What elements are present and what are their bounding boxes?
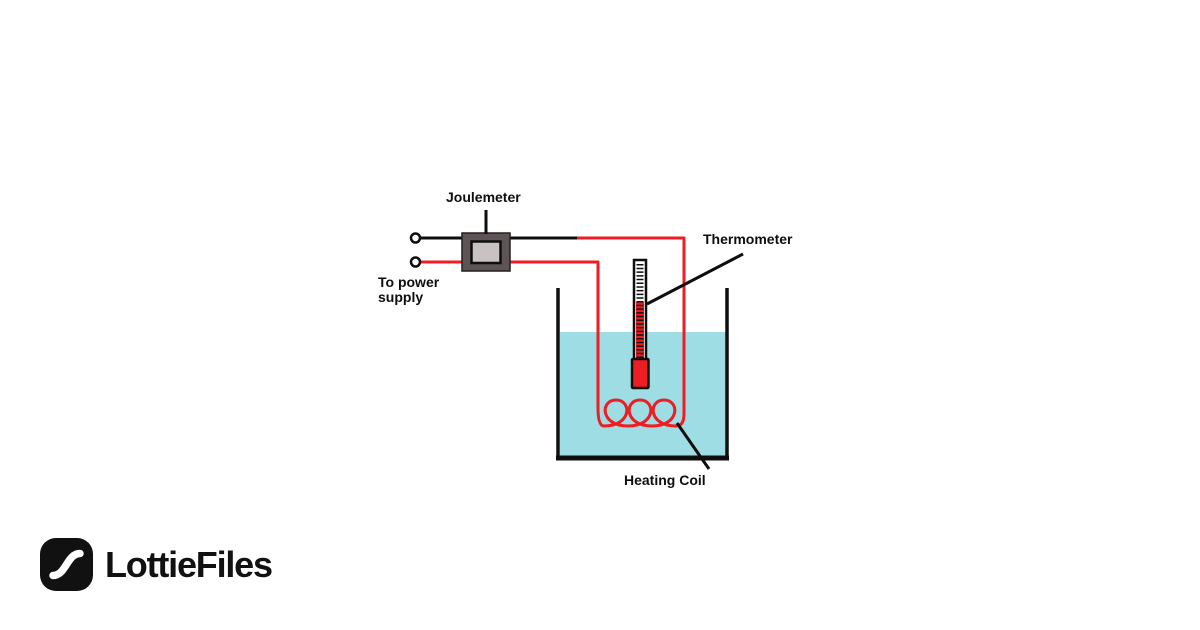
joulemeter-device xyxy=(461,232,511,272)
thermometer-bulb xyxy=(630,357,650,390)
lottiefiles-wordmark: LottieFiles xyxy=(105,543,273,585)
joulemeter-screen xyxy=(470,240,502,265)
terminal-top xyxy=(409,232,422,244)
terminal-bottom xyxy=(409,256,422,268)
lottiefiles-icon-curve xyxy=(49,549,84,580)
power-supply-label: To power supply xyxy=(378,274,440,305)
thermometer xyxy=(630,258,650,390)
heating-coil-leader-line xyxy=(675,422,711,470)
heating-coil-wire xyxy=(420,236,686,428)
lottiefiles-icon xyxy=(40,538,93,591)
heating-coil-label: Heating Coil xyxy=(624,472,706,488)
lottiefiles-logo: LottieFiles xyxy=(40,538,273,591)
thermometer-leader-line xyxy=(646,252,744,306)
joulemeter-label: Joulemeter xyxy=(446,189,521,205)
thermometer-label: Thermometer xyxy=(703,231,793,247)
